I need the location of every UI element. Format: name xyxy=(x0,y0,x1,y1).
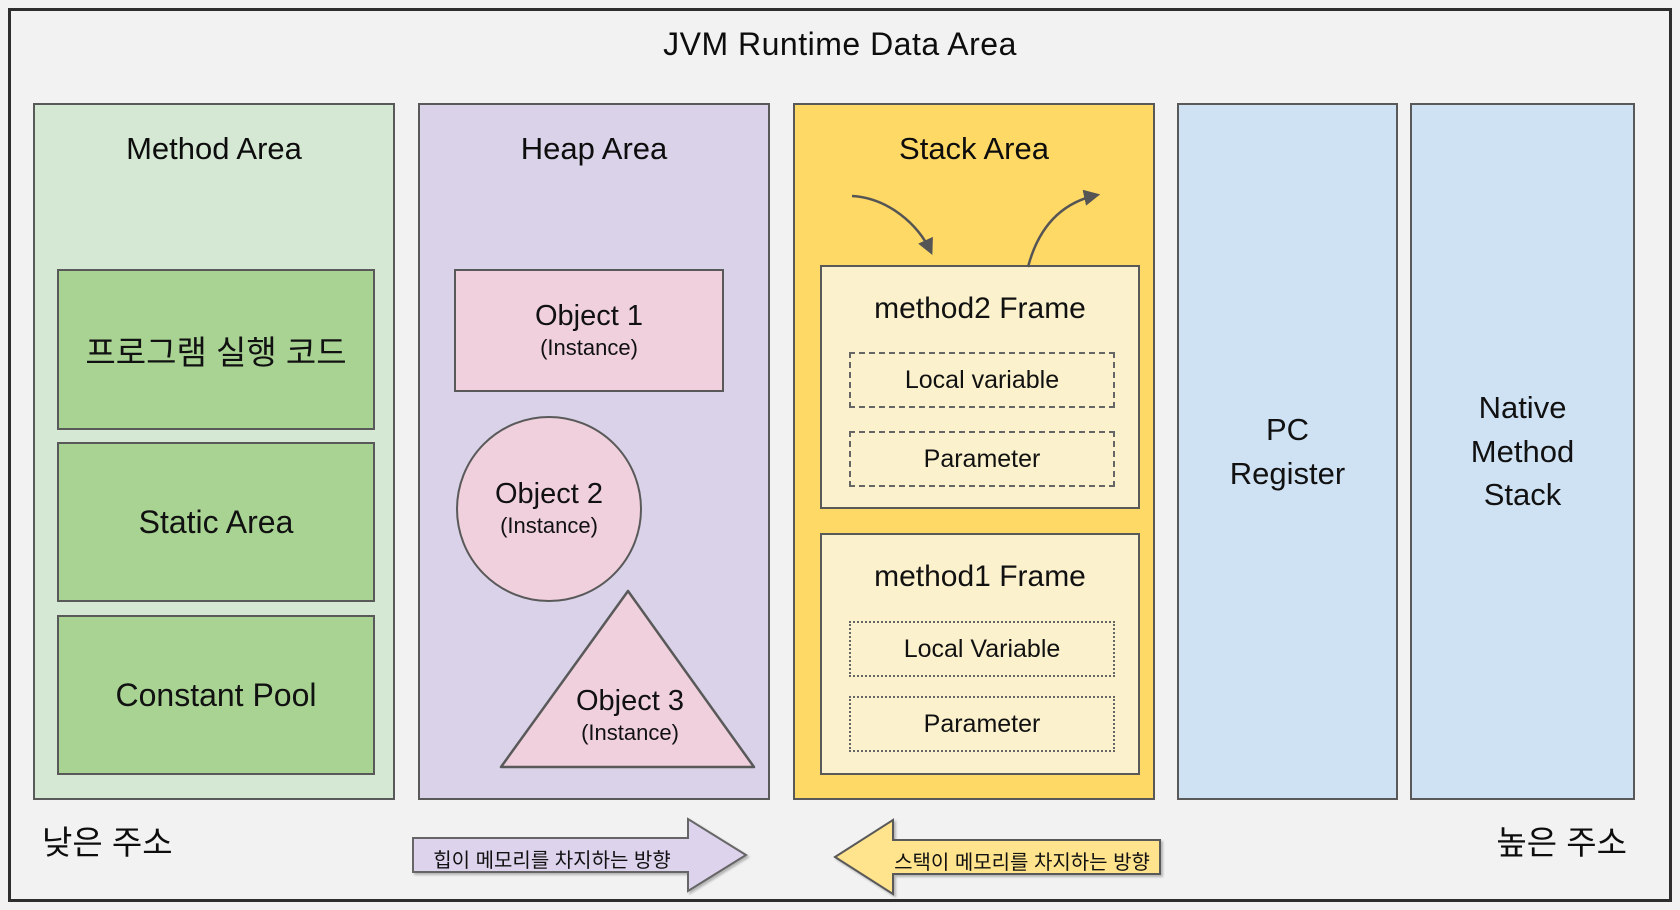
method1-local-variable-label: Local Variable xyxy=(903,634,1061,663)
object1-rectangle: Object 1 (Instance) xyxy=(454,269,724,392)
native-method-stack-line2: Method xyxy=(1470,433,1575,469)
heap-area-column: Heap Area Object 1 (Instance) Object 2 (… xyxy=(418,103,770,800)
stack-area-title: Stack Area xyxy=(899,131,1049,166)
method1-frame: method1 Frame Local Variable Parameter xyxy=(820,533,1140,775)
low-address-label: 낮은 주소 xyxy=(42,824,173,861)
heap-area-title: Heap Area xyxy=(520,131,668,166)
method1-frame-title: method1 Frame xyxy=(874,560,1086,593)
stack-direction-caption: 스택이 메모리를 차지하는 방향 xyxy=(894,852,1150,874)
method1-parameter-label: Parameter xyxy=(923,709,1041,738)
native-method-stack-line1: Native xyxy=(1478,390,1567,426)
method2-local-variable-slot: Local variable xyxy=(849,352,1115,408)
method1-local-variable-slot: Local Variable xyxy=(849,621,1115,677)
diagram-title: JVM Runtime Data Area xyxy=(663,26,1017,62)
pc-register-label: PC Register xyxy=(1179,105,1396,798)
method2-local-variable-label: Local variable xyxy=(904,365,1060,394)
constant-pool-box: Constant Pool xyxy=(57,615,375,775)
object2-name: Object 2 xyxy=(495,478,603,511)
object1-type: (Instance) xyxy=(540,334,638,360)
constant-pool-label: Constant Pool xyxy=(115,676,317,713)
program-code-label: 프로그램 실행 코드 xyxy=(85,333,347,371)
pc-register-line2: Register xyxy=(1229,455,1346,491)
method2-frame-title: method2 Frame xyxy=(874,292,1086,325)
object2-circle: Object 2 (Instance) xyxy=(456,416,642,602)
object3-type: (Instance) xyxy=(581,719,679,745)
static-area-label: Static Area xyxy=(138,503,294,540)
object2-type: (Instance) xyxy=(500,513,598,539)
heap-direction-caption: 힙이 메모리를 차지하는 방향 xyxy=(433,850,671,872)
method-area-column: Method Area 프로그램 실행 코드 Static Area Const… xyxy=(33,103,395,800)
pc-register-line1: PC xyxy=(1265,412,1310,448)
method2-frame: method2 Frame Local variable Parameter xyxy=(820,265,1140,509)
native-method-stack-column: Native Method Stack xyxy=(1410,103,1635,800)
method2-parameter-slot: Parameter xyxy=(849,431,1115,487)
object1-name: Object 1 xyxy=(535,299,643,332)
method2-parameter-label: Parameter xyxy=(923,444,1041,473)
object3-name: Object 3 xyxy=(576,685,684,717)
stack-area-column: Stack Area method2 Frame Local variable … xyxy=(793,103,1155,800)
method1-parameter-slot: Parameter xyxy=(849,696,1115,752)
pc-register-column: PC Register xyxy=(1177,103,1398,800)
program-code-box: 프로그램 실행 코드 xyxy=(57,269,375,430)
object3-label-group: Object 3 (Instance) xyxy=(520,684,740,747)
method-area-title: Method Area xyxy=(126,131,302,166)
high-address-label: 높은 주소 xyxy=(1496,824,1627,861)
native-method-stack-line3: Stack xyxy=(1483,477,1562,513)
native-method-stack-label: Native Method Stack xyxy=(1412,105,1633,798)
static-area-box: Static Area xyxy=(57,442,375,602)
